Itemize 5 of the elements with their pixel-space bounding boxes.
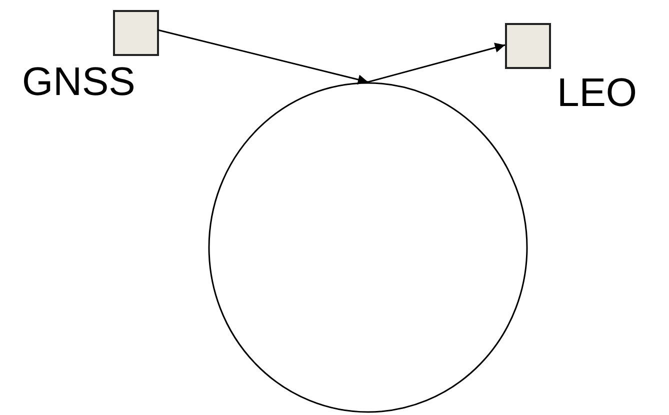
arrow <box>368 42 506 83</box>
earth-circle <box>208 82 528 413</box>
satellite-label: GNSS <box>22 62 136 102</box>
satellite-label: LEO <box>557 73 638 113</box>
arrow <box>158 29 368 84</box>
